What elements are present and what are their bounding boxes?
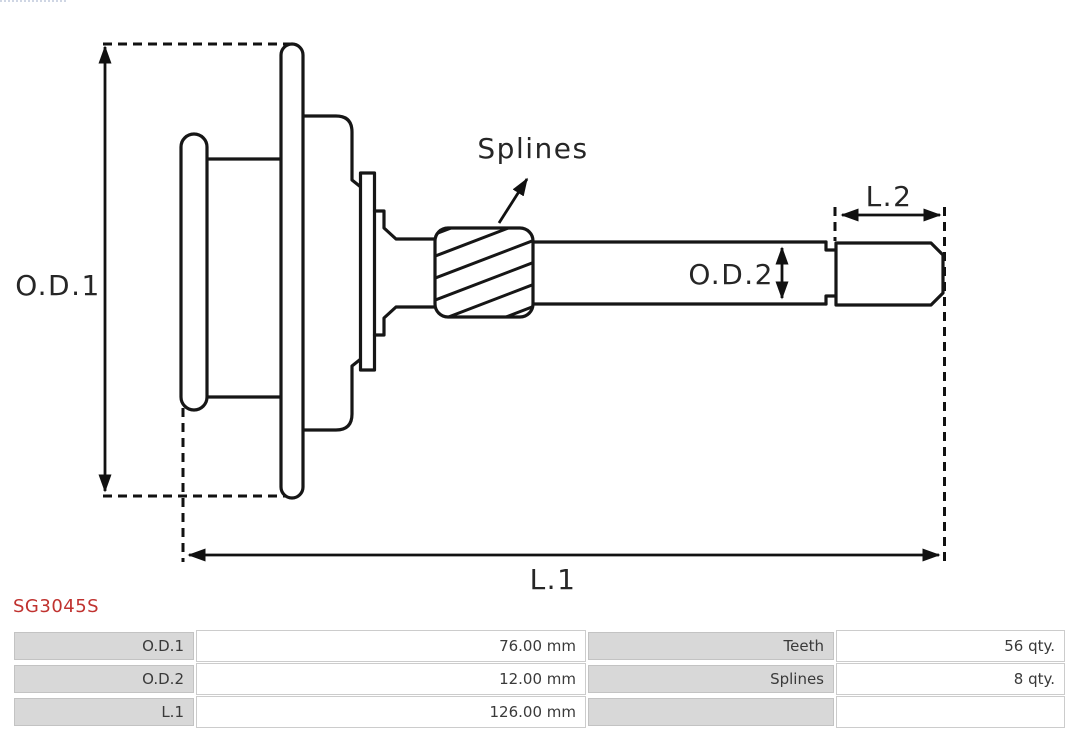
retainer-plate: [358, 171, 377, 372]
spec-param-cell: [588, 698, 834, 726]
step-bottom-contour: [372, 305, 442, 337]
l1-label: L.1: [530, 563, 577, 596]
spec-param-cell: Teeth: [588, 632, 834, 660]
od2-label: O.D.2: [688, 258, 774, 291]
splines-label: Splines: [477, 132, 588, 165]
part-number: SG3045S: [13, 596, 100, 617]
spec-value-cell: 12.00 mm: [196, 663, 586, 695]
spec-param-cell: O.D.1: [14, 632, 194, 660]
spline-hatch: [435, 228, 533, 317]
technical-drawing: O.D.1 O.D.2 L.2 L.1 Splines: [15, 42, 946, 596]
step-top-contour: [372, 209, 442, 241]
housing-bottom-contour: [301, 356, 364, 432]
od1-label: O.D.1: [15, 269, 101, 302]
housing-top-contour: [301, 114, 364, 190]
spec-value-cell: 8 qty.: [836, 663, 1065, 695]
l2-label: L.2: [866, 180, 913, 213]
spec-table: O.D.1 76.00 mm Teeth 56 qty. O.D.2 12.00…: [12, 630, 1065, 728]
watermark-logo: [0, 0, 66, 12]
spec-param-cell: Splines: [588, 665, 834, 693]
spec-value-cell: 76.00 mm: [196, 630, 586, 662]
spec-param-cell: O.D.2: [14, 665, 194, 693]
shaft-end-step-bottom: [824, 294, 838, 306]
drive-disc: [279, 42, 305, 500]
part-outline: [179, 42, 945, 500]
end-journal: [834, 241, 945, 307]
shaft-end-step-top: [824, 240, 838, 252]
spec-value-cell: [836, 696, 1065, 728]
dimension-lines: [98, 45, 942, 562]
extension-lines: [103, 42, 946, 562]
spec-value-cell: 126.00 mm: [196, 696, 586, 728]
spec-param-cell: L.1: [14, 698, 194, 726]
spec-value-cell: 56 qty.: [836, 630, 1065, 662]
front-flange: [179, 132, 209, 412]
splines-leader-arrow: [497, 177, 529, 224]
